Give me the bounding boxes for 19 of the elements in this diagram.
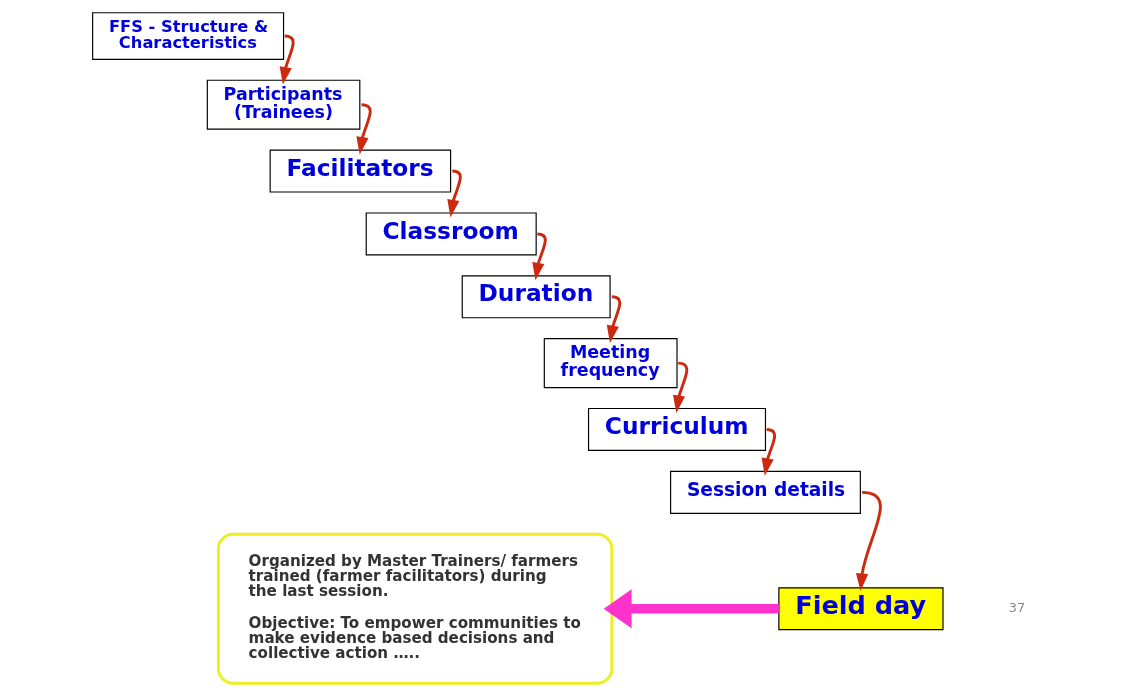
- arrow: [603, 589, 779, 629]
- arrow: [672, 361, 688, 413]
- arrow: [446, 169, 462, 218]
- node-box: Organized by Master Trainers/ farmers trained (farmer facilitators) during the last session. Objective: To empower communities to make evidence based decisions and collective action …..: [216, 532, 613, 685]
- node-box: Duration: [461, 275, 611, 319]
- arrow: [531, 232, 547, 281]
- node-box: Participants (Trainees): [206, 79, 360, 130]
- node-box: Field day: [777, 587, 944, 631]
- node-box: Meeting frequency: [543, 338, 678, 389]
- arrow: [279, 34, 294, 85]
- node-box: Session details: [669, 470, 861, 514]
- label: 37: [1008, 600, 1025, 616]
- node-box: Facilitators: [269, 149, 451, 193]
- arrow: [761, 428, 776, 476]
- node-box: Classroom: [365, 212, 537, 256]
- node-box: Curriculum: [587, 407, 766, 451]
- node-box: FFS - Structure & Characteristics: [91, 12, 284, 60]
- arrow: [606, 295, 621, 344]
- arrow: [355, 103, 372, 155]
